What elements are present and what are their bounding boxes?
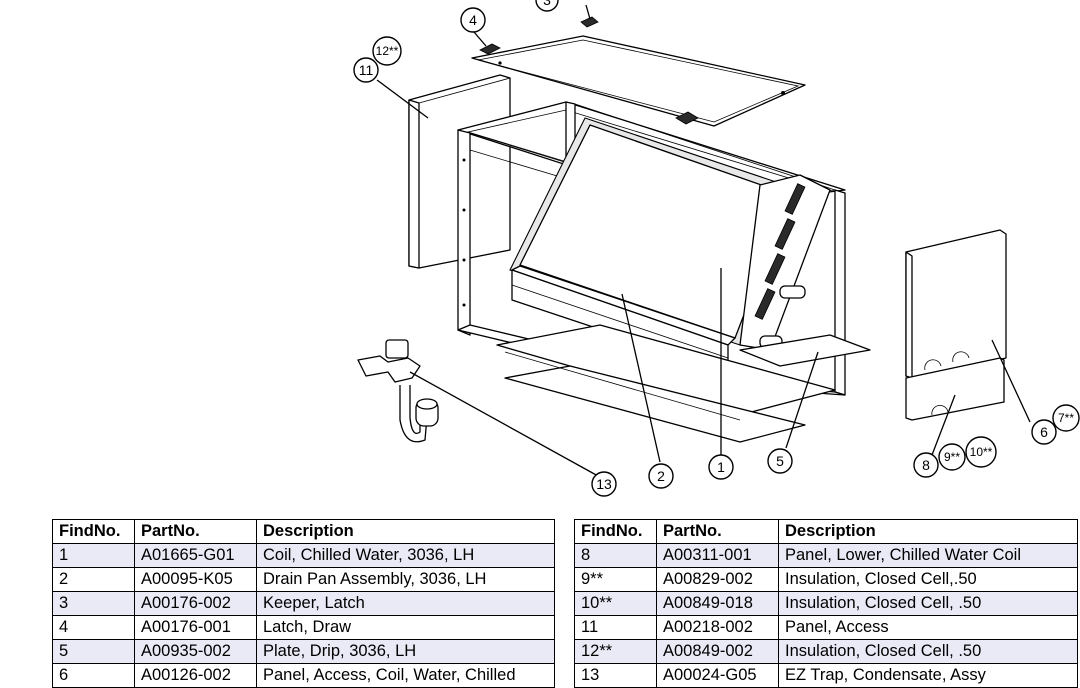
callout-13: 13 (591, 471, 617, 497)
part-no-cell: A00024-G05 (656, 663, 779, 688)
description-cell: Panel, Lower, Chilled Water Coil (778, 543, 1078, 568)
part-no-cell: A00849-018 (656, 591, 779, 616)
find-no-cell: 10** (574, 591, 657, 616)
description-cell: Panel, Access, Coil, Water, Chilled (256, 663, 555, 688)
callout-10: 10** (965, 436, 997, 468)
table-row: 12** A00849-002 Insulation, Closed Cell,… (574, 639, 1078, 664)
header-find-no: FindNo. (52, 519, 135, 544)
table-row: 13 A00024-G05 EZ Trap, Condensate, Assy (574, 663, 1078, 688)
table-row: 8 A00311-001 Panel, Lower, Chilled Water… (574, 543, 1078, 568)
svg-text:8: 8 (922, 457, 930, 473)
header-part-no: PartNo. (656, 519, 779, 544)
part-no-cell: A00095-K05 (134, 567, 257, 592)
part-no-cell: A00311-001 (656, 543, 779, 568)
svg-text:2: 2 (657, 468, 665, 484)
svg-text:9**: 9** (944, 450, 960, 464)
table-row: 5 A00935-002 Plate, Drip, 3036, LH (52, 639, 555, 664)
keeper-latch (580, 16, 599, 28)
table-row: 6 A00126-002 Panel, Access, Coil, Water,… (52, 663, 555, 688)
description-cell: EZ Trap, Condensate, Assy (778, 663, 1078, 688)
table-row: 9** A00829-002 Insulation, Closed Cell,.… (574, 567, 1078, 592)
description-cell: Insulation, Closed Cell,.50 (778, 567, 1078, 592)
top-panel (471, 35, 806, 127)
description-cell: Panel, Access (778, 615, 1078, 640)
header-find-no: FindNo. (574, 519, 657, 544)
exploded-parts-diagram: 3 4 12** 11 1 2 5 13 6 7** 8 9** (353, 0, 1080, 497)
find-no-cell: 9** (574, 567, 657, 592)
svg-text:1: 1 (717, 459, 725, 475)
callout-4: 4 (460, 7, 486, 33)
callout-7: 7** (1052, 404, 1080, 432)
part-no-cell: A00176-001 (134, 615, 257, 640)
header-description: Description (256, 519, 555, 544)
find-no-cell: 4 (52, 615, 135, 640)
callout-11: 11 (353, 57, 379, 83)
table-row: 1 A01665-G01 Coil, Chilled Water, 3036, … (52, 543, 555, 568)
table-row: 11 A00218-002 Panel, Access (574, 615, 1078, 640)
table-header-row: FindNo. PartNo. Description (574, 519, 1078, 544)
part-no-cell: A00126-002 (134, 663, 257, 688)
drip-plate (739, 334, 871, 367)
header-description: Description (778, 519, 1078, 544)
table-row: 3 A00176-002 Keeper, Latch (52, 591, 555, 616)
callout-8: 8 (913, 452, 939, 478)
find-no-cell: 12** (574, 639, 657, 664)
base-rails (496, 324, 836, 443)
find-no-cell: 8 (574, 543, 657, 568)
access-panel-right (905, 229, 1007, 379)
description-cell: Insulation, Closed Cell, .50 (778, 591, 1078, 616)
description-cell: Plate, Drip, 3036, LH (256, 639, 555, 664)
svg-text:3: 3 (543, 0, 551, 8)
svg-text:13: 13 (596, 476, 612, 492)
table-row: 2 A00095-K05 Drain Pan Assembly, 3036, L… (52, 567, 555, 592)
find-no-cell: 2 (52, 567, 135, 592)
callout-6: 6 (1031, 419, 1057, 445)
find-no-cell: 1 (52, 543, 135, 568)
table-header-row: FindNo. PartNo. Description (52, 519, 555, 544)
callout-3: 3 (535, 0, 559, 12)
find-no-cell: 5 (52, 639, 135, 664)
leader-lines (376, 4, 1031, 477)
svg-text:10**: 10** (970, 445, 993, 459)
callout-5: 5 (767, 448, 793, 474)
part-no-cell: A00829-002 (656, 567, 779, 592)
callout-2: 2 (648, 463, 674, 489)
svg-text:12**: 12** (376, 44, 399, 58)
description-cell: Latch, Draw (256, 615, 555, 640)
find-no-cell: 11 (574, 615, 657, 640)
svg-text:11: 11 (359, 62, 374, 78)
find-no-cell: 6 (52, 663, 135, 688)
svg-text:5: 5 (776, 453, 784, 469)
callout-1: 1 (708, 454, 734, 480)
part-no-cell: A00218-002 (656, 615, 779, 640)
part-no-cell: A01665-G01 (134, 543, 257, 568)
parts-table-left: FindNo. PartNo. Description 1 A01665-G01… (52, 519, 555, 688)
find-no-cell: 3 (52, 591, 135, 616)
svg-text:6: 6 (1040, 424, 1048, 440)
part-no-cell: A00849-002 (656, 639, 779, 664)
svg-text:4: 4 (469, 12, 477, 28)
part-no-cell: A00176-002 (134, 591, 257, 616)
condensate-trap (357, 339, 439, 443)
description-cell: Coil, Chilled Water, 3036, LH (256, 543, 555, 568)
table-row: 4 A00176-001 Latch, Draw (52, 615, 555, 640)
parts-table-right: FindNo. PartNo. Description 8 A00311-001… (574, 519, 1078, 688)
description-cell: Insulation, Closed Cell, .50 (778, 639, 1078, 664)
description-cell: Drain Pan Assembly, 3036, LH (256, 567, 555, 592)
find-no-cell: 13 (574, 663, 657, 688)
latch-draw (479, 43, 699, 125)
description-cell: Keeper, Latch (256, 591, 555, 616)
header-part-no: PartNo. (134, 519, 257, 544)
callout-12: 12** (372, 36, 402, 66)
part-no-cell: A00935-002 (134, 639, 257, 664)
table-row: 10** A00849-018 Insulation, Closed Cell,… (574, 591, 1078, 616)
svg-text:7**: 7** (1058, 411, 1074, 425)
callout-9: 9** (938, 443, 966, 471)
